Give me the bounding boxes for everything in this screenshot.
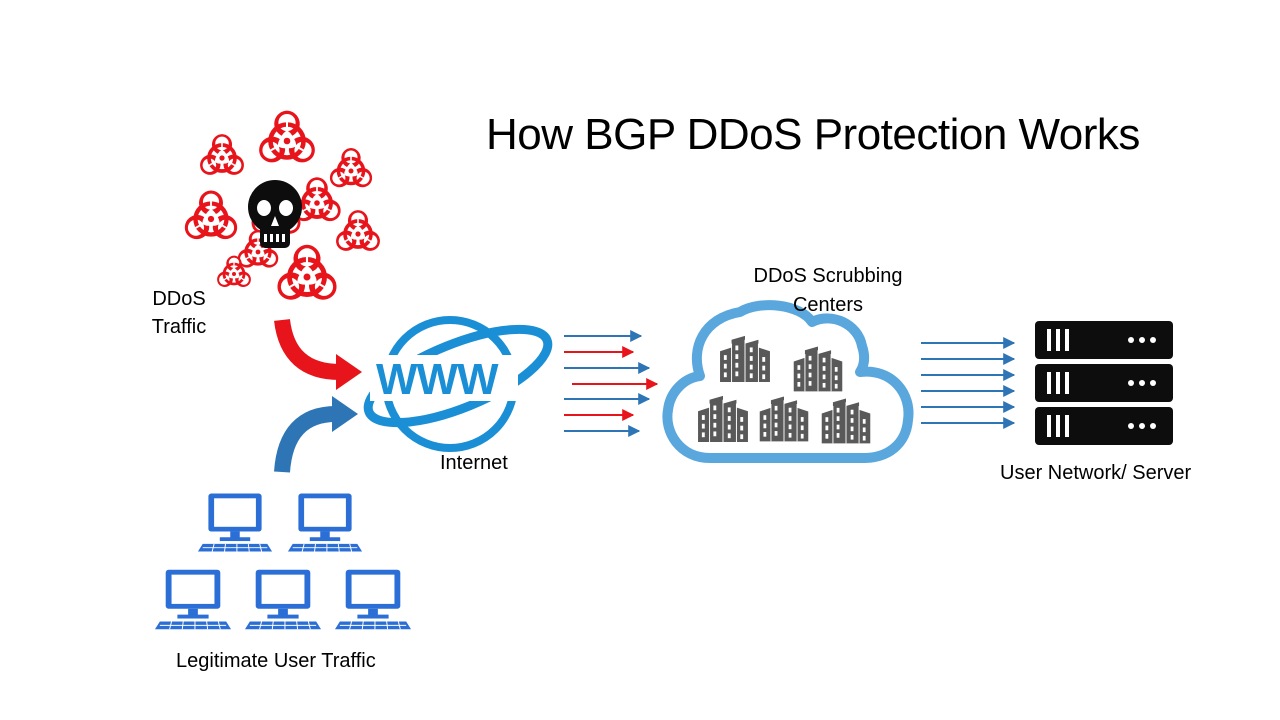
scrubbing-centers-label: DDoS Scrubbing Centers: [746, 262, 910, 320]
biohazard-icon: [196, 132, 248, 181]
biohazard-icon: [180, 190, 241, 243]
www-globe-icon: WWW: [363, 316, 553, 452]
server-rack: [1035, 321, 1173, 445]
legit-users: [154, 493, 412, 630]
skull-icon: [248, 180, 302, 248]
attack-cluster: [180, 111, 384, 305]
biohazard-icon: [326, 146, 376, 193]
computer-icon: [334, 569, 412, 630]
legitimate-traffic-label: Legitimate User Traffic: [176, 650, 376, 672]
internet-label: Internet: [440, 452, 508, 474]
biohazard-icon: [254, 111, 319, 168]
ddos-traffic-label-line2: Traffic: [151, 316, 207, 338]
computer-icon: [287, 493, 363, 552]
user-network-label: User Network/ Server: [1000, 462, 1192, 484]
mixed-traffic-arrows: [564, 330, 659, 437]
biohazard-icon: [332, 208, 384, 257]
server-rack-icon: [1035, 321, 1173, 359]
computer-icon: [154, 569, 232, 630]
www-text: WWW: [376, 355, 499, 404]
legit-flow-arrow: [274, 396, 358, 473]
ddos-traffic-label-line1: DDoS: [152, 288, 206, 310]
slide-title: How BGP DDoS Protection Works: [486, 110, 1140, 159]
server-rack-icon: [1035, 407, 1173, 445]
server-rack-icon: [1035, 364, 1173, 402]
clean-traffic-arrows: [921, 337, 1016, 429]
scrubbing-label-line1: DDoS Scrubbing: [753, 265, 903, 287]
scrubbing-label-line2: Centers: [792, 294, 864, 316]
ddos-flow-arrow: [274, 318, 362, 390]
biohazard-icon: [272, 245, 341, 305]
ddos-traffic-label: DDoS Traffic: [146, 285, 212, 341]
computer-icon: [244, 569, 322, 630]
computer-icon: [197, 493, 273, 552]
